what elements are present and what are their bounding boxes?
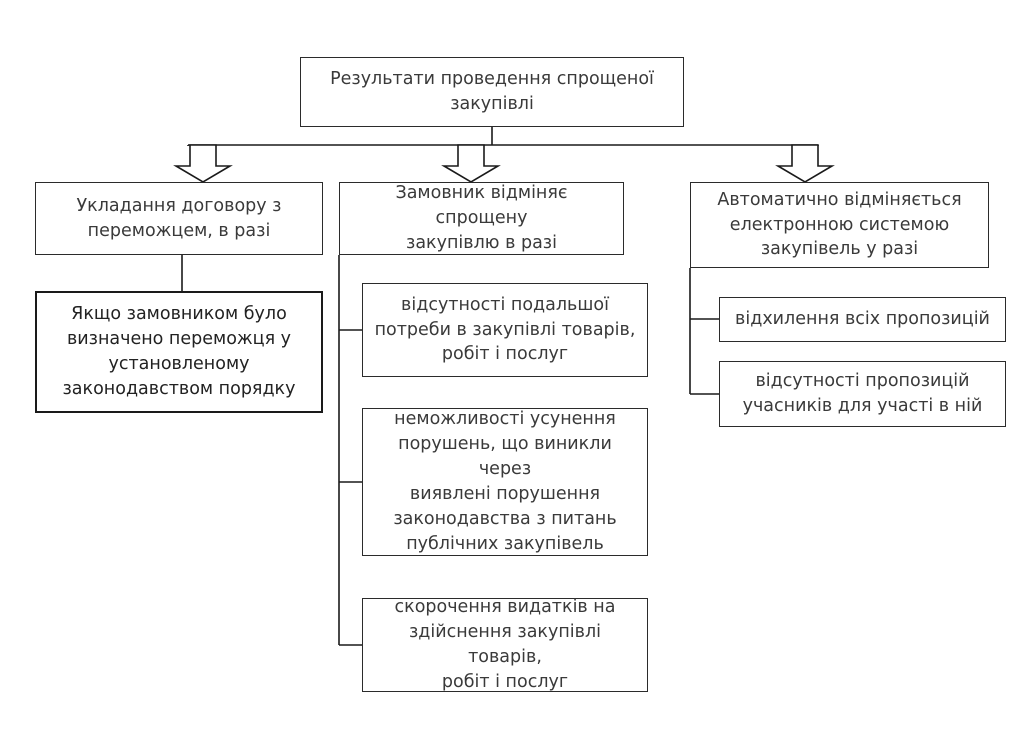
node-middle-child-3-label: скорочення видатків на здійснення закупі… <box>394 597 616 692</box>
node-middle-child-2[interactable]: неможливості усунення порушень, що виник… <box>362 408 648 556</box>
arrow-down-icon-right <box>775 144 835 183</box>
node-middle-child-2-label: неможливості усунення порушень, що виник… <box>393 409 617 554</box>
node-right-header[interactable]: Автоматично відміняється електронною сис… <box>690 182 989 268</box>
arrow-down-icon-middle <box>441 144 501 183</box>
node-middle-header-label: Замовник відміняє спрощену закупівлю в р… <box>395 183 568 253</box>
node-middle-child-3[interactable]: скорочення видатків на здійснення закупі… <box>362 597 648 692</box>
node-root[interactable]: Результати проведення спрощеної закупівл… <box>300 57 684 127</box>
node-left-header[interactable]: Укладання договору з переможцем, в разі <box>35 182 323 255</box>
node-right-child-1[interactable]: відхилення всіх пропозицій <box>719 297 1006 342</box>
node-middle-header[interactable]: Замовник відміняє спрощену закупівлю в р… <box>339 182 624 255</box>
node-right-child-1-label: відхилення всіх пропозицій <box>735 309 990 330</box>
node-root-label: Результати проведення спрощеної закупівл… <box>330 69 654 114</box>
node-middle-child-1[interactable]: відсутності подальшої потреби в закупівл… <box>362 283 648 377</box>
node-right-header-label: Автоматично відміняється електронною сис… <box>717 189 962 260</box>
node-left-child-1-label: Якщо замовником було визначено переможця… <box>62 304 296 399</box>
node-right-child-2[interactable]: відсутності пропозицій учасників для уча… <box>719 361 1006 427</box>
node-left-header-label: Укладання договору з переможцем, в разі <box>76 195 282 241</box>
node-left-child-1[interactable]: Якщо замовником було визначено переможця… <box>35 291 323 413</box>
node-right-child-2-label: відсутності пропозицій учасників для уча… <box>742 371 983 416</box>
node-middle-child-1-label: відсутності подальшої потреби в закупівл… <box>374 294 636 365</box>
arrow-down-icon-left <box>173 144 233 183</box>
